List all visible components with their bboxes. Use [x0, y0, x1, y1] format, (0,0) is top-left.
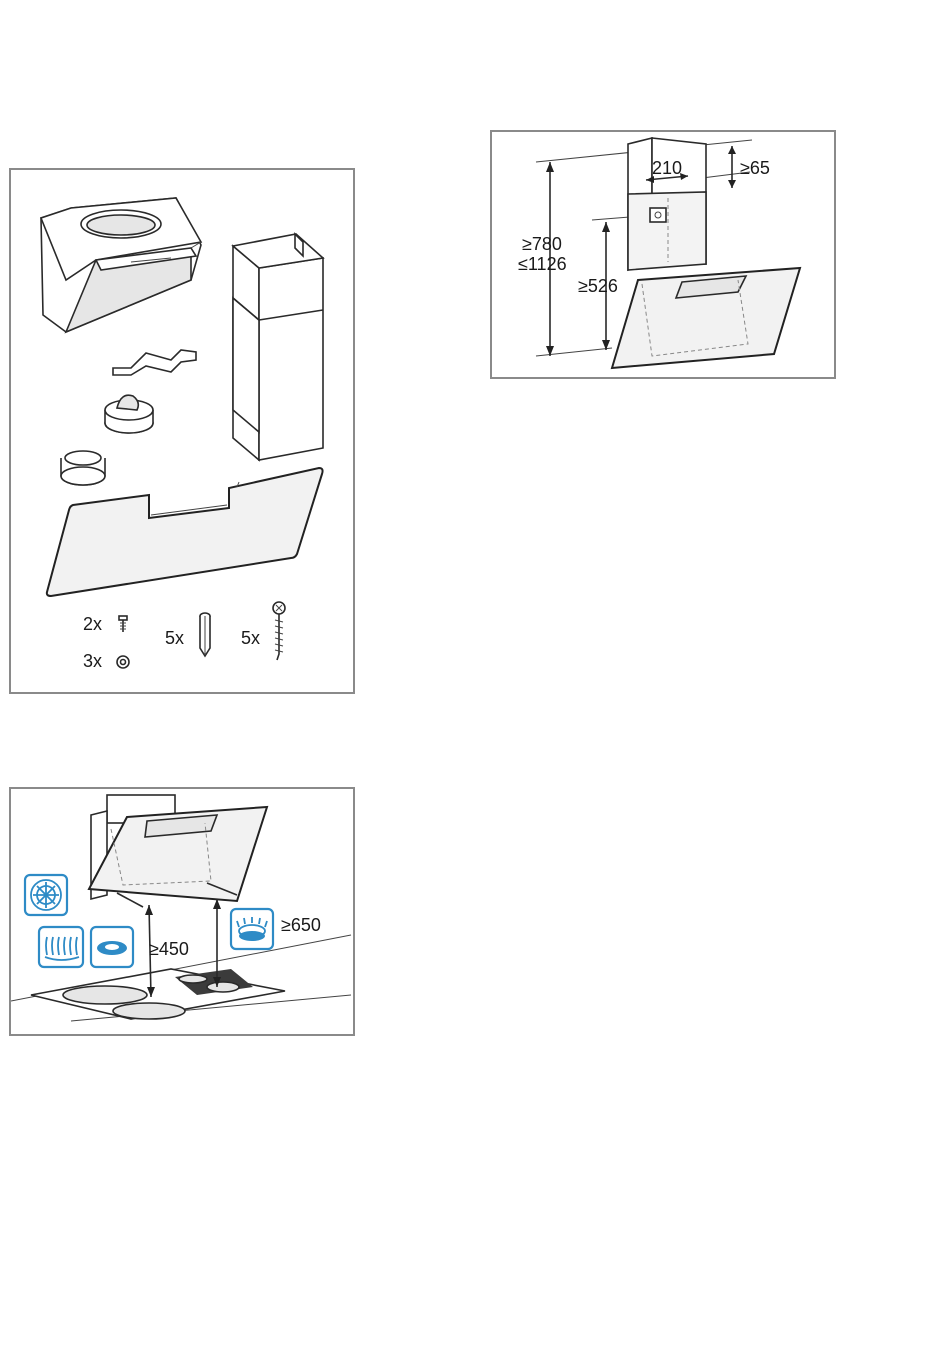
hob [31, 969, 285, 1019]
electric-clearance-label: ≥450 [149, 939, 189, 959]
qty-long-screw-label: 5x [241, 628, 260, 648]
parts-diagram: 2x 3x 5x 5x [11, 170, 353, 692]
total-height-max-label: ≤1126 [518, 254, 567, 274]
glass-hood [612, 268, 800, 368]
air-deflector [105, 395, 153, 433]
width-label: 210 [652, 158, 682, 178]
mounting-bracket [113, 350, 196, 375]
hardware-washer [117, 656, 129, 668]
parts-panel: 2x 3x 5x 5x [9, 168, 355, 694]
lower-height-label: ≥526 [578, 276, 618, 296]
qty-plug-label: 5x [165, 628, 184, 648]
clearance-diagram: ≥450 ≥650 [11, 789, 353, 1034]
electric-hotplate-icon [91, 927, 133, 967]
gas-burner-icon [231, 909, 273, 949]
qty-washer-label: 3x [83, 651, 102, 671]
glass-panel [47, 468, 323, 596]
heating-coil-icon [39, 927, 83, 967]
hardware-long-screw [273, 602, 285, 660]
qty-screw-label: 2x [83, 614, 102, 634]
dimensions-diagram: 210 ≥65 ≥780 ≤1126 ≥526 [492, 132, 834, 377]
chimney-sections [233, 234, 323, 460]
pipe-connector [61, 451, 105, 485]
fan-icon [25, 875, 67, 915]
total-height-min-label: ≥780 [522, 234, 562, 254]
hardware-wall-plug [200, 613, 210, 656]
hood [89, 795, 267, 907]
hardware-screw [119, 616, 127, 632]
clearance-panel: ≥450 ≥650 [9, 787, 355, 1036]
dimensions-panel: 210 ≥65 ≥780 ≤1126 ≥526 [490, 130, 836, 379]
motor-housing [41, 198, 201, 332]
top-clearance-label: ≥65 [740, 158, 770, 178]
gas-clearance-label: ≥650 [281, 915, 321, 935]
